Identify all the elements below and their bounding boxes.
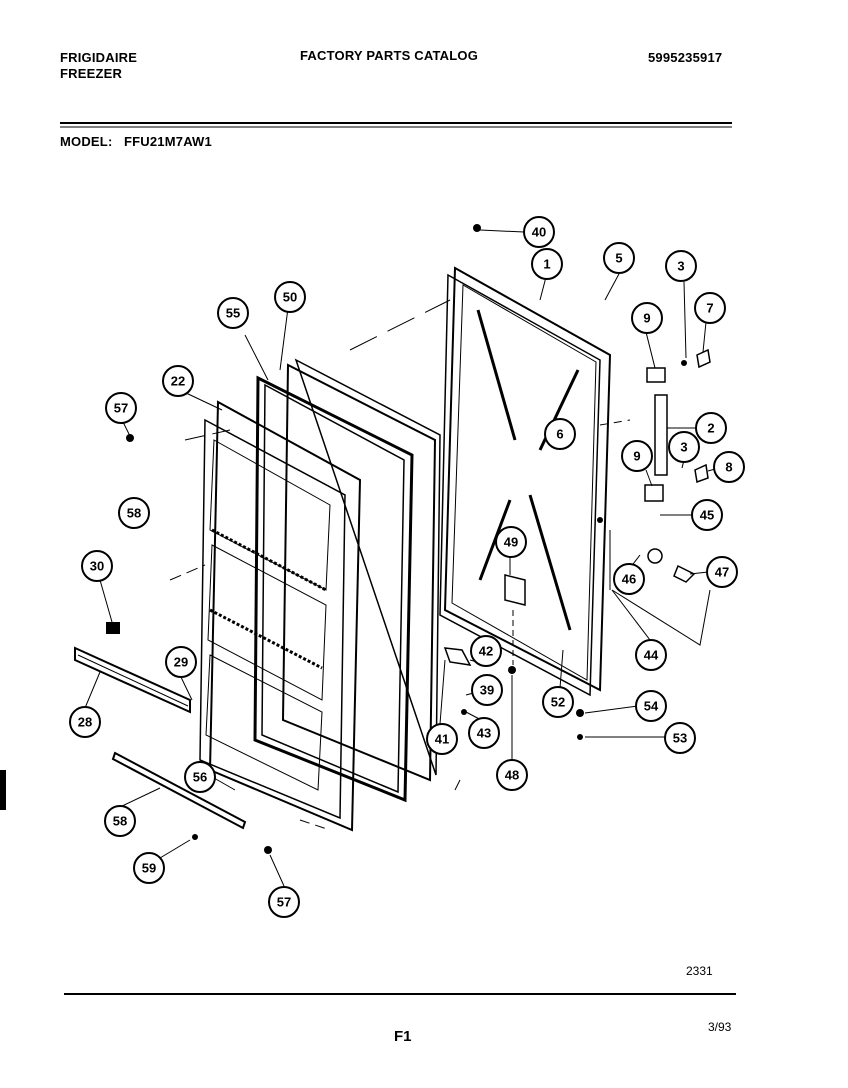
callout-50: 50 — [274, 281, 306, 313]
svg-text:59: 59 — [142, 861, 156, 876]
svg-text:52: 52 — [551, 695, 565, 710]
callout-54: 54 — [635, 690, 667, 722]
model-number: FFU21M7AW1 — [124, 134, 212, 149]
callout-58: 58 — [104, 805, 136, 837]
svg-text:30: 30 — [90, 559, 104, 574]
svg-text:8: 8 — [725, 460, 732, 475]
svg-text:29: 29 — [174, 655, 188, 670]
callout-43: 43 — [468, 717, 500, 749]
svg-text:53: 53 — [673, 731, 687, 746]
callout-59: 59 — [133, 852, 165, 884]
svg-text:40: 40 — [532, 225, 546, 240]
small-hardware — [106, 224, 711, 854]
svg-text:42: 42 — [479, 644, 493, 659]
product-type: FREEZER — [60, 66, 123, 81]
callout-40: 40 — [523, 216, 555, 248]
svg-text:22: 22 — [171, 374, 185, 389]
svg-text:44: 44 — [644, 648, 659, 663]
callout-42: 42 — [470, 635, 502, 667]
svg-text:46: 46 — [622, 572, 636, 587]
svg-text:43: 43 — [477, 726, 491, 741]
callout-53: 53 — [664, 722, 696, 754]
svg-text:47: 47 — [715, 565, 729, 580]
callout-57: 57 — [268, 886, 300, 918]
svg-text:58: 58 — [127, 506, 141, 521]
catalog-number: 5995235917 — [648, 50, 723, 65]
svg-text:50: 50 — [283, 290, 297, 305]
svg-text:28: 28 — [78, 715, 92, 730]
brand-name: FRIGIDAIRE — [60, 50, 138, 65]
svg-text:2: 2 — [707, 421, 714, 436]
page-code: F1 — [394, 1028, 412, 1045]
svg-text:57: 57 — [277, 895, 291, 910]
svg-text:41: 41 — [435, 732, 449, 747]
svg-text:45: 45 — [700, 508, 714, 523]
callout-45: 45 — [691, 499, 723, 531]
callout-28: 28 — [69, 706, 101, 738]
revision-date: 3/93 — [708, 1020, 732, 1034]
svg-text:54: 54 — [644, 699, 659, 714]
svg-text:5: 5 — [615, 251, 622, 266]
svg-text:1: 1 — [543, 257, 550, 272]
svg-text:6: 6 — [556, 427, 563, 442]
callout-46: 46 — [613, 563, 645, 595]
callout-47: 47 — [706, 556, 738, 588]
callout-29: 29 — [165, 646, 197, 678]
callout-30: 30 — [81, 550, 113, 582]
callout-57: 57 — [105, 392, 137, 424]
shelf-rod — [111, 751, 247, 830]
callout-44: 44 — [635, 639, 667, 671]
callout-48: 48 — [496, 759, 528, 791]
callout-3: 3 — [665, 250, 697, 282]
outer-door-panel — [439, 266, 612, 697]
catalog-title: FACTORY PARTS CATALOG — [300, 48, 479, 63]
alignment-lines — [169, 299, 711, 831]
svg-text:3: 3 — [680, 440, 687, 455]
svg-text:57: 57 — [114, 401, 128, 416]
callout-49: 49 — [495, 526, 527, 558]
svg-text:7: 7 — [706, 301, 713, 316]
svg-text:48: 48 — [505, 768, 519, 783]
scan-edge-mark — [0, 770, 6, 810]
callout-2: 2 — [695, 412, 727, 444]
callout-3: 3 — [668, 431, 700, 463]
svg-text:9: 9 — [643, 311, 650, 326]
door-trim-strip — [74, 646, 191, 714]
svg-text:56: 56 — [193, 770, 207, 785]
svg-text:3: 3 — [677, 259, 684, 274]
drawing-number: 2331 — [686, 964, 713, 978]
door-gasket — [253, 375, 414, 803]
callout-7: 7 — [694, 292, 726, 324]
svg-text:55: 55 — [226, 306, 240, 321]
callout-41: 41 — [426, 723, 458, 755]
callout-5: 5 — [603, 242, 635, 274]
svg-text:58: 58 — [113, 814, 127, 829]
model-label: MODEL: — [60, 134, 113, 149]
svg-text:39: 39 — [480, 683, 494, 698]
callout-52: 52 — [542, 686, 574, 718]
callout-8: 8 — [713, 451, 745, 483]
svg-text:49: 49 — [504, 535, 518, 550]
callout-9: 9 — [621, 440, 653, 472]
callout-6: 6 — [544, 418, 576, 450]
callout-39: 39 — [471, 674, 503, 706]
callout-58: 58 — [118, 497, 150, 529]
door-pan — [281, 358, 441, 782]
callout-1: 1 — [531, 248, 563, 280]
callout-22: 22 — [162, 365, 194, 397]
callout-55: 55 — [217, 297, 249, 329]
svg-text:9: 9 — [633, 449, 640, 464]
callout-group: 40 1 5 3 7 9 2 6 3 9 8 45 49 47 46 44 55… — [69, 216, 745, 918]
callout-56: 56 — [184, 761, 216, 793]
inner-door-liner — [199, 400, 362, 832]
callout-9: 9 — [631, 302, 663, 334]
